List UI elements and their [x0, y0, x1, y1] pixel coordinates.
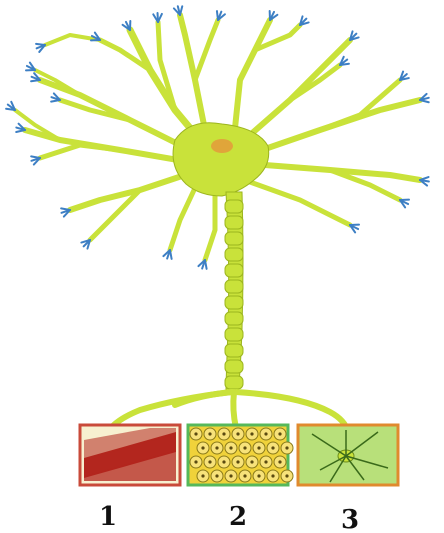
target-neuron: [298, 425, 398, 485]
target-muscle: [80, 425, 180, 485]
target-gland: [188, 425, 293, 485]
label-3: 3: [341, 505, 359, 533]
label-1: 1: [99, 502, 117, 532]
label-2: 2: [229, 502, 247, 532]
nucleus: [211, 139, 233, 153]
